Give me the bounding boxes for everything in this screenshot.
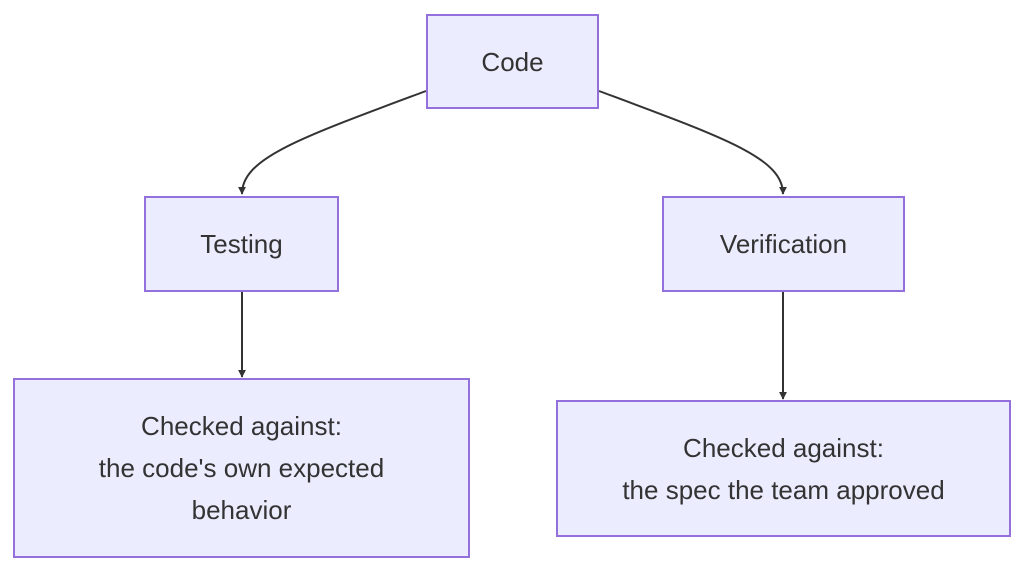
node-testing-check-line-2: the code's own expected <box>98 453 385 483</box>
node-verification: Verification <box>662 196 905 292</box>
node-verification-label: Verification <box>719 229 848 259</box>
edge-code-to-verification <box>598 90 787 195</box>
node-verification-check: Checked against: the spec the team appro… <box>556 400 1011 537</box>
edge-code-to-testing <box>238 90 427 195</box>
node-testing-check-line-3: behavior <box>191 495 292 525</box>
node-testing-check-line-1: Checked against: <box>141 411 342 441</box>
node-testing-check: Checked against: the code's own expected… <box>13 378 470 558</box>
node-code-label: Code <box>481 46 544 77</box>
node-testing-label: Testing <box>200 229 283 259</box>
node-verification-check-line-2: the spec the team approved <box>622 474 945 505</box>
node-code: Code <box>426 14 599 109</box>
node-testing: Testing <box>144 196 339 292</box>
node-verification-check-line-1: Checked against: <box>683 432 884 463</box>
